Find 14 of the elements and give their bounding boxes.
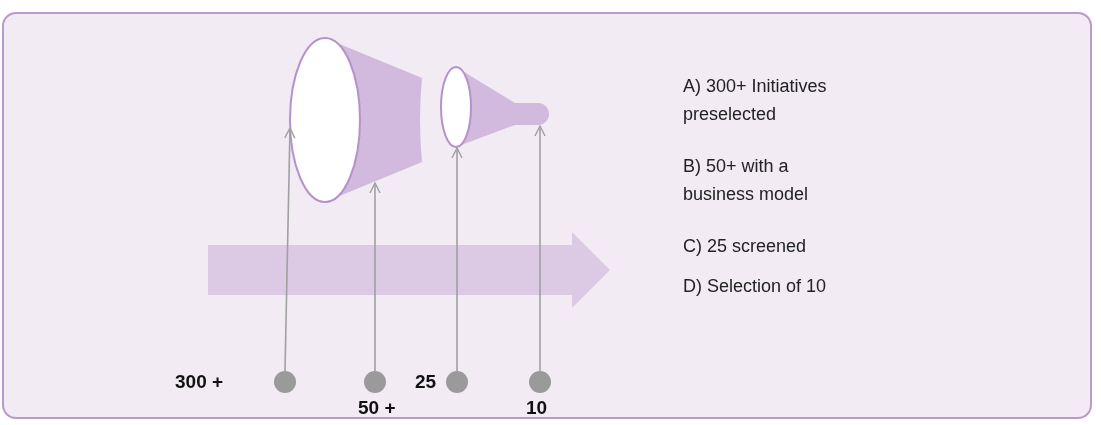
leader-arrow bbox=[451, 147, 463, 372]
leader-arrow bbox=[284, 127, 296, 372]
funnel-drawing bbox=[289, 37, 422, 203]
stage-description: A) 300+ Initiatives preselected bbox=[683, 75, 828, 126]
count-label: 50 + bbox=[358, 397, 396, 419]
count-label: 300 + bbox=[175, 371, 224, 393]
count-label: 10 bbox=[526, 397, 548, 419]
leader-arrow bbox=[534, 125, 546, 372]
count-label: 25 bbox=[415, 371, 437, 393]
funnel-drawing bbox=[440, 66, 549, 148]
stage-description: C) 25 screened bbox=[683, 235, 808, 258]
stage-description: D) Selection of 10 bbox=[683, 275, 828, 298]
leader-arrow bbox=[369, 182, 381, 372]
stage-description: B) 50+ with a business model bbox=[683, 155, 810, 206]
